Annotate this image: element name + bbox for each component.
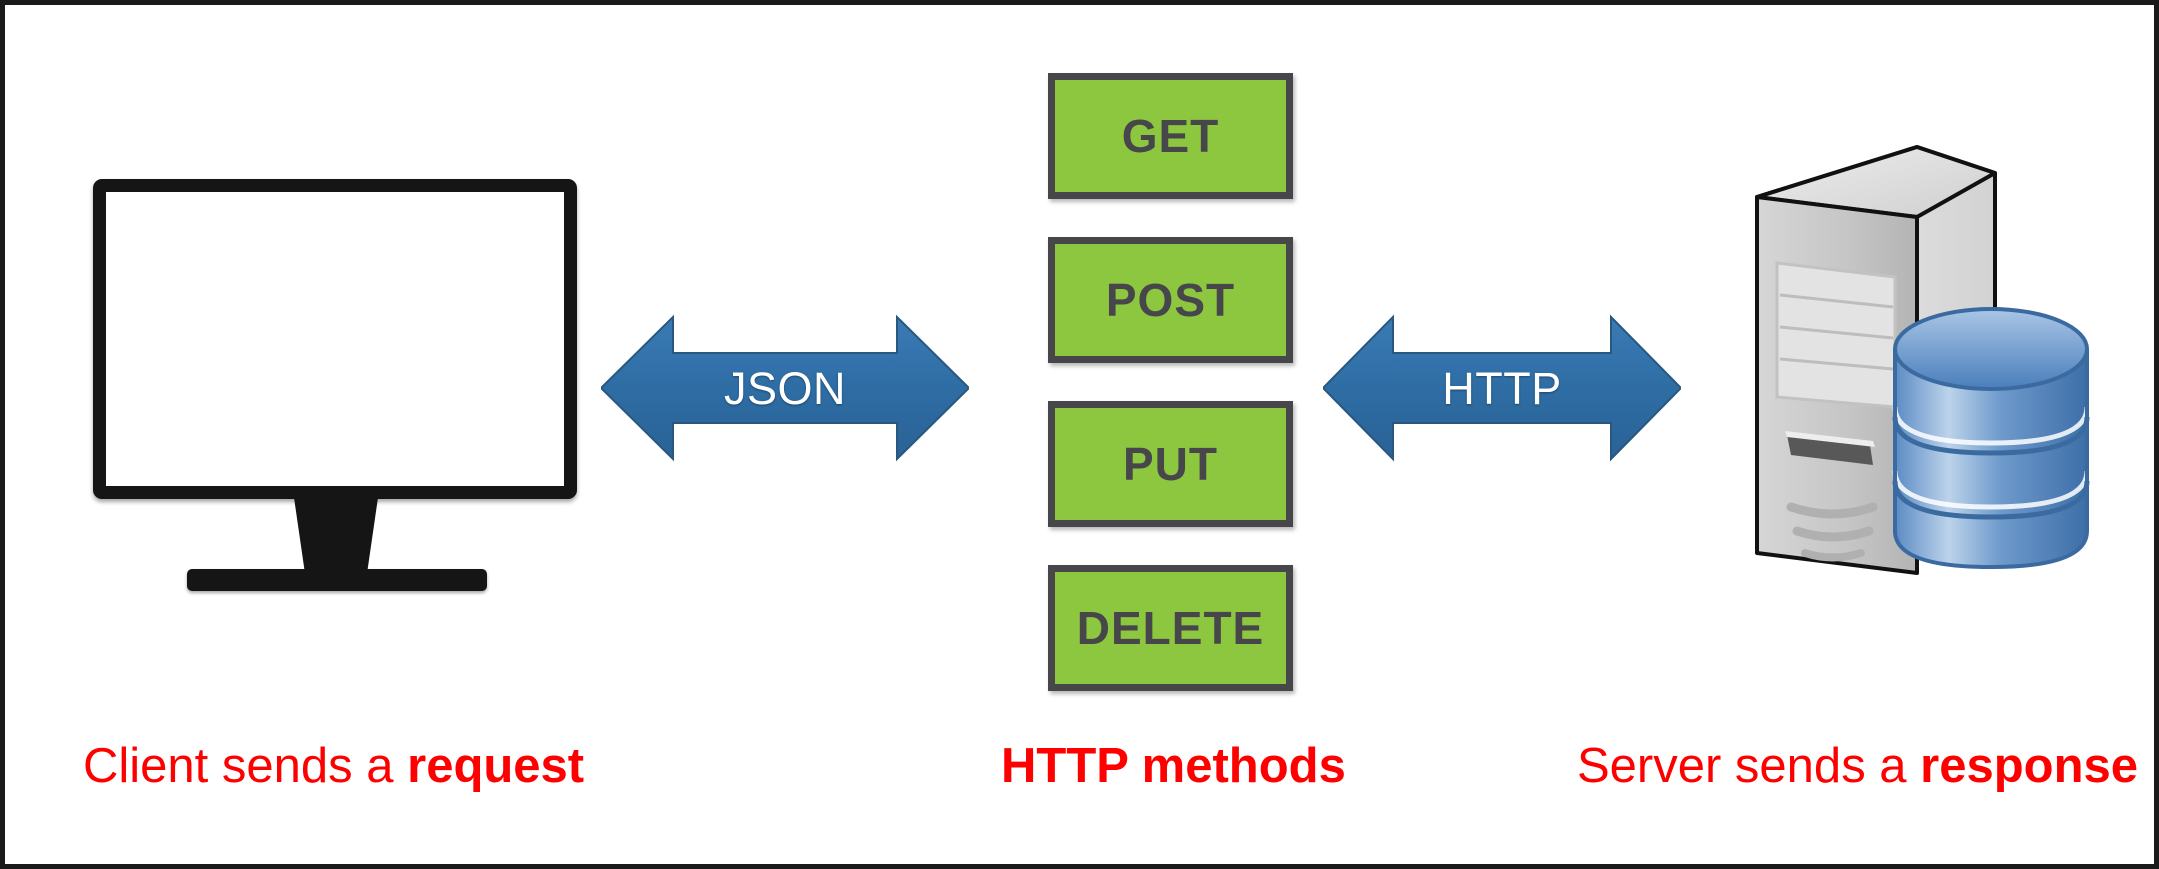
monitor-screen <box>93 179 577 499</box>
methods-caption: HTTP methods <box>1001 739 1346 793</box>
server-tower-database-icon <box>1705 135 2145 605</box>
json-arrow-shape <box>601 314 969 462</box>
method-label: PUT <box>1123 438 1218 490</box>
method-label: POST <box>1105 274 1236 326</box>
client-caption: Client sends a request <box>83 742 584 791</box>
server-caption-prefix: Server sends a <box>1577 739 1921 793</box>
server-caption-emphasis: response <box>1920 739 2139 793</box>
http-arrow-label: HTTP <box>1442 362 1562 414</box>
monitor-stand-base <box>187 569 487 591</box>
method-label: GET <box>1121 110 1220 162</box>
json-arrow-label: JSON <box>723 362 846 414</box>
http-arrow-shape <box>1323 314 1681 462</box>
client-caption-emphasis: request <box>407 739 585 793</box>
monitor-stand-neck <box>294 499 378 575</box>
method-box-post[interactable]: POST <box>1048 237 1293 363</box>
json-arrow: JSON <box>601 313 969 463</box>
method-box-put[interactable]: PUT <box>1048 401 1293 527</box>
http-arrow: HTTP <box>1323 313 1681 463</box>
server-icon-shape <box>1755 145 2090 575</box>
desktop-monitor-icon <box>85 173 585 593</box>
method-label: DELETE <box>1076 602 1265 654</box>
client-caption-prefix: Client sends a <box>83 739 408 793</box>
database-cylinder <box>1892 307 2090 570</box>
server-caption: Server sends a response <box>1577 742 2138 791</box>
method-box-delete[interactable]: DELETE <box>1048 565 1293 691</box>
method-box-get[interactable]: GET <box>1048 73 1293 199</box>
